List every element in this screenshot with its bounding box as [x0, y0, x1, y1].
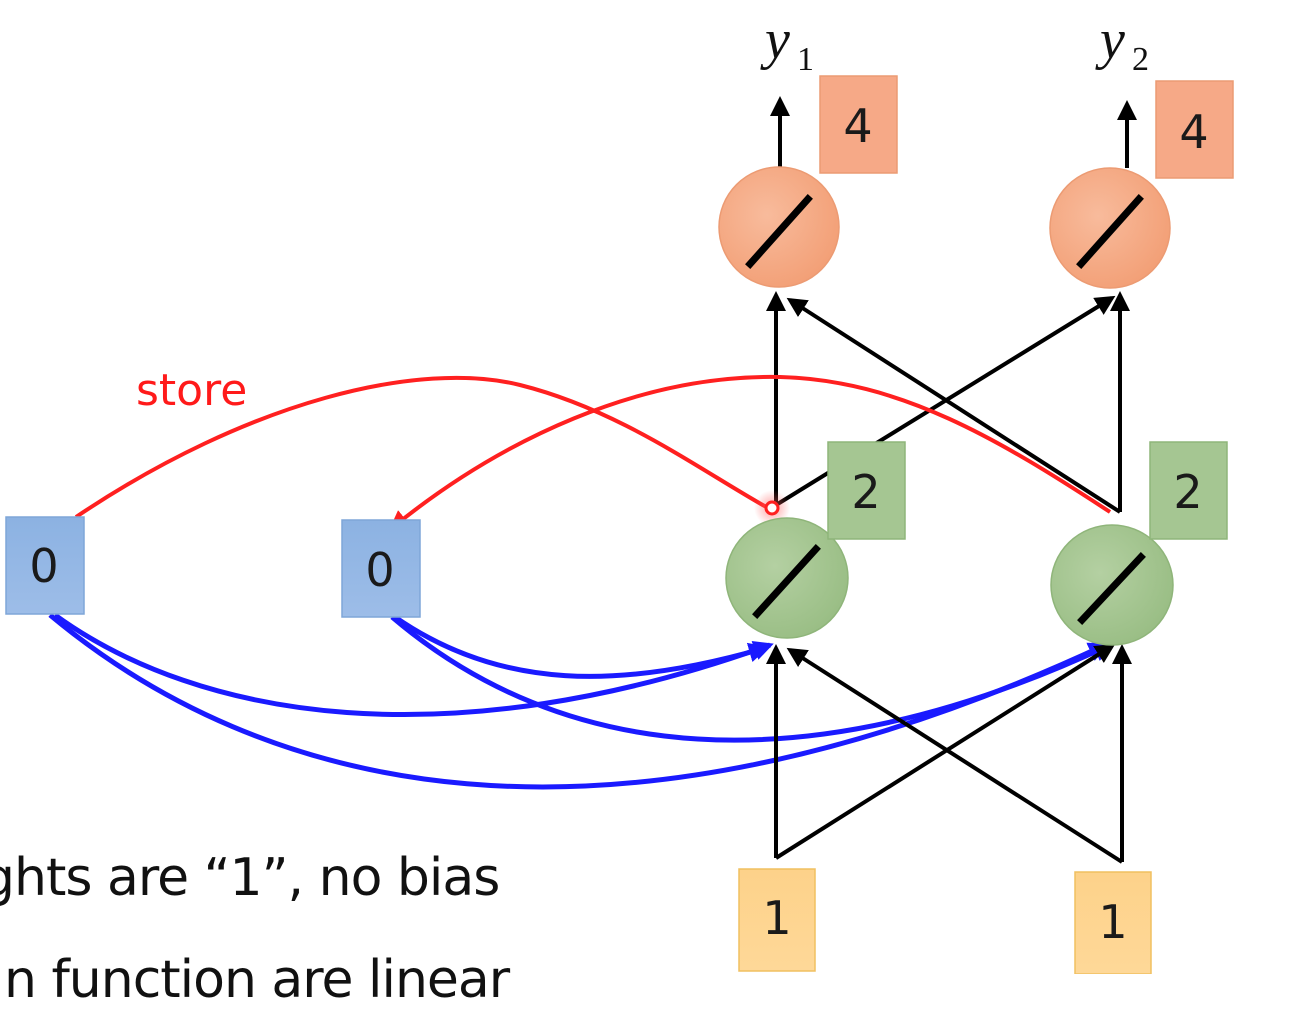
output-value-box-1: 4	[819, 75, 898, 174]
hidden2-to-output1-arrow	[786, 297, 1122, 514]
input1-to-hidden2-arrow	[774, 643, 1116, 860]
output-value-2: 4	[1179, 105, 1208, 159]
input2-to-hidden1-arrow	[786, 647, 1124, 864]
input-to-hidden-connections	[766, 643, 1132, 864]
hidden-value-box-2: 2	[1149, 441, 1228, 540]
linear-activation-icon	[1077, 552, 1146, 625]
output-value-box-2: 4	[1155, 80, 1234, 179]
hidden-value-1: 2	[851, 465, 880, 519]
hidden-neuron-1[interactable]	[725, 517, 849, 639]
output-label-y2: y 2	[1095, 9, 1149, 78]
output-label-y2-sub: 2	[1132, 41, 1149, 78]
linear-activation-icon	[745, 194, 813, 269]
linear-activation-icon	[752, 544, 821, 619]
caption-activation-linear: n function are linear	[4, 950, 510, 1010]
output-label-y2-base: y	[1095, 9, 1125, 71]
output-value-1: 4	[843, 99, 872, 153]
hidden-value-2: 2	[1173, 465, 1202, 519]
input-value-2: 1	[1098, 895, 1127, 949]
hidden-value-box-1: 2	[827, 441, 906, 540]
memory2-to-hidden1-arrow	[393, 614, 769, 679]
memory-cell-1[interactable]: 0	[5, 516, 85, 615]
hidden-neuron-2[interactable]	[1050, 524, 1174, 646]
input-box-1[interactable]: 1	[738, 868, 816, 972]
store-label: store	[136, 365, 247, 416]
output-label-y1: y 1	[760, 9, 814, 78]
memory-cell-2-value: 0	[365, 543, 394, 597]
output-neuron-1[interactable]	[718, 166, 840, 288]
store-connections	[74, 374, 1112, 531]
output-label-y1-sub: 1	[797, 41, 814, 78]
hidden1-store-to-memory1-arrow	[74, 375, 769, 519]
input-box-2[interactable]: 1	[1074, 871, 1152, 974]
memory-cell-1-value: 0	[29, 539, 58, 593]
output-neuron-2[interactable]	[1049, 167, 1171, 289]
memory-to-hidden-connections	[48, 612, 1114, 790]
hidden2-store-to-memory2-arrow	[388, 374, 1112, 531]
output-label-y1-base: y	[760, 9, 790, 71]
caption-weights-no-bias: ghts are “1”, no bias	[0, 848, 500, 908]
input-value-1: 1	[762, 891, 791, 945]
linear-activation-icon	[1076, 194, 1144, 269]
store-point	[764, 500, 780, 516]
memory1-to-hidden2-arrow	[48, 613, 1109, 790]
memory2-to-hidden2-arrow	[390, 615, 1114, 743]
memory-cell-2[interactable]: 0	[341, 519, 421, 618]
rnn-diagram: store 0 0 2 2 4 4	[5, 9, 1234, 974]
memory1-to-hidden1-arrow	[53, 612, 774, 718]
